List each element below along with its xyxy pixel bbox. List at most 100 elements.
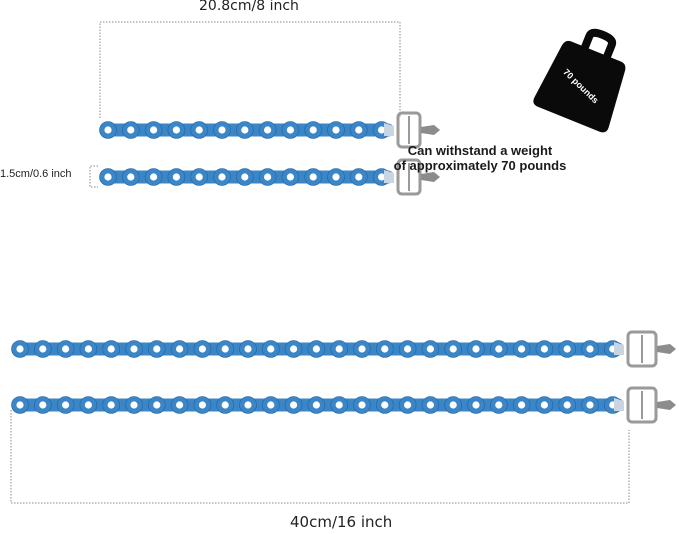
strap-4	[11, 386, 676, 424]
dimension-lines	[10, 21, 630, 504]
strap-end-tab	[384, 170, 394, 183]
strap-hole	[309, 126, 317, 134]
strap-3	[11, 330, 676, 368]
strap-hole	[104, 126, 112, 134]
strap-hole	[153, 401, 161, 409]
strap-hole	[218, 126, 226, 134]
strap-hole	[472, 345, 480, 353]
buckle-frame	[626, 386, 658, 424]
buckle-tip	[657, 344, 676, 354]
strap-hole	[150, 126, 158, 134]
strap-hole	[195, 173, 203, 181]
length-label-long: 40cm/16 inch	[290, 513, 393, 531]
strap-hole	[241, 126, 249, 134]
strap-hole	[495, 345, 503, 353]
strap-hole	[358, 345, 366, 353]
strap-hole	[332, 173, 340, 181]
strap-hole	[332, 126, 340, 134]
strap-2	[99, 158, 440, 196]
strap-hole	[355, 173, 363, 181]
strap-hole	[540, 401, 549, 409]
strap-hole	[62, 345, 70, 353]
strap-hole	[309, 173, 317, 181]
strap-hole	[290, 345, 298, 353]
strap-hole	[335, 345, 343, 353]
strap-hole	[335, 401, 343, 409]
strap-hole	[16, 401, 24, 409]
width-label: 1.5cm/0.6 inch	[0, 168, 72, 180]
strap-hole	[286, 173, 294, 181]
strap-hole	[563, 401, 571, 409]
strap-hole	[404, 345, 412, 353]
strap-hole	[104, 173, 112, 181]
buckle-tip	[657, 400, 676, 410]
strap-hole	[586, 401, 594, 409]
strap-hole	[150, 173, 158, 181]
strap-hole	[449, 345, 457, 353]
strap-1	[99, 111, 440, 149]
strap-hole	[472, 401, 480, 409]
strap-hole	[264, 126, 272, 134]
strap-hole	[518, 401, 526, 409]
strap-hole	[586, 345, 594, 353]
strap-hole	[39, 401, 47, 409]
top-dimension-line	[99, 21, 401, 118]
strap-hole	[540, 345, 549, 353]
strap-hole	[267, 345, 275, 353]
strap-hole	[290, 401, 298, 409]
strap-hole	[449, 401, 457, 409]
strap-hole	[172, 126, 180, 134]
strap-hole	[198, 345, 206, 353]
buckle-frame	[396, 111, 422, 149]
strap-group	[11, 111, 676, 424]
strap-hole	[130, 345, 138, 353]
strap-hole	[130, 401, 138, 409]
strap-hole	[62, 401, 70, 409]
strap-hole	[355, 126, 363, 134]
strap-hole	[381, 345, 389, 353]
strap-hole	[176, 345, 184, 353]
length-label-short: 20.8cm/8 inch	[199, 0, 299, 14]
strap-hole	[426, 345, 434, 353]
strap-hole	[39, 345, 47, 353]
strap-hole	[195, 126, 203, 134]
strap-hole	[107, 401, 115, 409]
strap-hole	[176, 401, 184, 409]
strap-hole	[563, 345, 571, 353]
strap-hole	[198, 401, 206, 409]
strap-hole	[84, 345, 92, 353]
strap-hole	[241, 173, 249, 181]
strap-hole	[218, 173, 226, 181]
strap-hole	[426, 401, 434, 409]
strap-hole	[244, 401, 252, 409]
weight-caption-line2: of approximately 70 pounds	[393, 158, 567, 173]
side-dimension-line	[89, 165, 98, 188]
strap-hole	[381, 401, 389, 409]
strap-hole	[378, 126, 386, 134]
strap-hole	[172, 173, 180, 181]
buckle-frame	[396, 158, 422, 196]
strap-hole	[286, 126, 294, 134]
strap-hole	[378, 173, 386, 181]
strap-hole	[221, 345, 229, 353]
strap-hole	[16, 345, 24, 353]
strap-hole	[495, 401, 503, 409]
kettlebell-weight-icon: 70 pounds	[533, 28, 626, 133]
strap-hole	[153, 345, 161, 353]
strap-end-tab	[614, 398, 624, 411]
strap-end-tab	[614, 342, 624, 355]
strap-hole	[404, 401, 412, 409]
strap-hole	[518, 345, 526, 353]
strap-hole	[267, 401, 275, 409]
strap-hole	[312, 401, 320, 409]
strap-hole	[358, 401, 366, 409]
buckle-tip	[421, 125, 440, 135]
bottom-dimension-line	[10, 410, 630, 504]
strap-hole	[127, 173, 135, 181]
weight-caption: Can withstand a weight of approximately …	[375, 143, 585, 173]
strap-hole	[312, 345, 320, 353]
strap-hole	[264, 173, 272, 181]
strap-hole	[244, 345, 252, 353]
strap-hole	[107, 345, 115, 353]
